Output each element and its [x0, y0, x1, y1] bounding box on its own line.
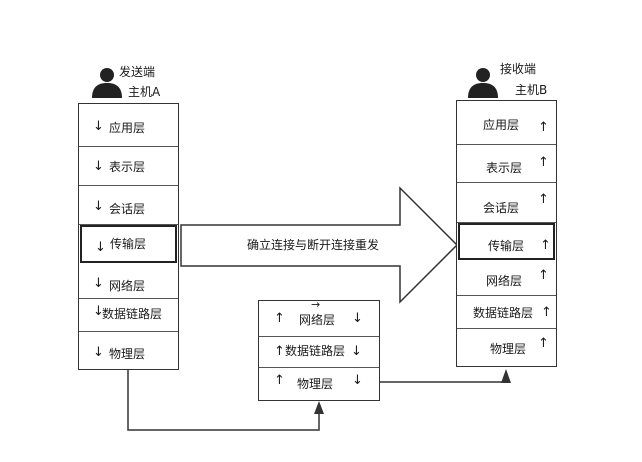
down-arrow-icon: ↓ [95, 240, 106, 255]
host-a-layer-presentation: ↓ 表示层 [79, 147, 178, 186]
wire-router-to-b [380, 377, 507, 383]
up-arrow-icon: ↑ [540, 238, 551, 253]
wire-a-to-router-arrowhead [314, 401, 324, 414]
host-b-role: 接收端 [500, 62, 537, 76]
down-arrow-icon: ↓ [93, 276, 104, 291]
up-arrow-icon: ↑ [274, 373, 285, 388]
down-arrow-icon: ↓ [352, 311, 363, 326]
relay-layer-network: ↑ → 网络层 ↓ [259, 298, 379, 337]
down-arrow-icon: ↓ [93, 199, 104, 214]
wire-a-to-router [127, 369, 320, 431]
host-a-stack: ↓ 应用层 ↓ 表示层 ↓ 会话层 ↓ 传输层 ↓ 网络层 ↓ 数据链路层 ↓ … [78, 103, 179, 370]
host-a-layer-transport: ↓ 传输层 [80, 225, 177, 263]
down-arrow-icon: ↓ [93, 304, 104, 319]
host-a-layer-network: ↓ 网络层 [79, 263, 178, 299]
up-arrow-icon: ↑ [538, 336, 549, 351]
person-icon-host-b [468, 68, 498, 98]
host-a-layer-application: ↓ 应用层 [79, 104, 178, 147]
down-arrow-icon: ↓ [351, 344, 362, 359]
up-arrow-icon: ↑ [274, 311, 285, 326]
transfer-arrow-label: 确立连接与断开连接重发 [247, 238, 380, 252]
right-arrow-icon: → [311, 298, 321, 311]
transfer-arrow-shape [180, 186, 459, 304]
relay-layer-physical: ↑ 物理层 ↓ [274, 373, 363, 391]
host-a-name: 主机A [128, 85, 161, 99]
wire-router-to-b-arrowhead [501, 369, 511, 383]
up-arrow-icon: ↑ [538, 120, 549, 135]
down-arrow-icon: ↓ [93, 159, 104, 174]
down-arrow-icon: ↓ [93, 119, 104, 134]
host-b-layer-transport: 传输层 ↑ [458, 223, 555, 260]
host-b-name: 主机B [515, 83, 548, 97]
down-arrow-icon: ↓ [352, 373, 363, 388]
relay-stack: ↑ → 网络层 ↓ ↑ 数据链路层 ↓ ↑ 物理层 ↓ [258, 298, 380, 401]
host-b-layer-presentation: 表示层 ↑ [457, 145, 556, 183]
host-a-layer-physical: ↓ 物理层 [93, 345, 146, 361]
host-b-layer-datalink: 数据链路层 ↑ [457, 296, 556, 329]
person-icon-host-a [92, 68, 122, 98]
host-a-role: 发送端 [119, 65, 156, 79]
up-arrow-icon: ↑ [541, 305, 552, 320]
up-arrow-icon: ↑ [538, 192, 549, 207]
up-arrow-icon: ↑ [538, 155, 549, 170]
relay-layer-datalink: ↑ 数据链路层 ↓ [259, 337, 379, 368]
up-arrow-icon: ↑ [274, 344, 285, 359]
host-b-stack: 应用层 ↑ 表示层 ↑ 会话层 ↑ 传输层 ↑ 网络层 ↑ 数据链路层 ↑ 物理… [456, 100, 557, 367]
host-b-layer-application: 应用层 ↑ [457, 101, 556, 145]
up-arrow-icon: ↑ [538, 268, 549, 283]
host-a-layer-datalink: ↓ 数据链路层 [79, 299, 178, 332]
host-a-layer-session: ↓ 会话层 [79, 186, 178, 225]
host-b-layer-network: 网络层 ↑ [457, 260, 556, 296]
host-b-layer-session: 会话层 ↑ [457, 183, 556, 223]
down-arrow-icon: ↓ [93, 345, 104, 360]
host-b-layer-physical: 物理层 ↑ [490, 336, 549, 356]
